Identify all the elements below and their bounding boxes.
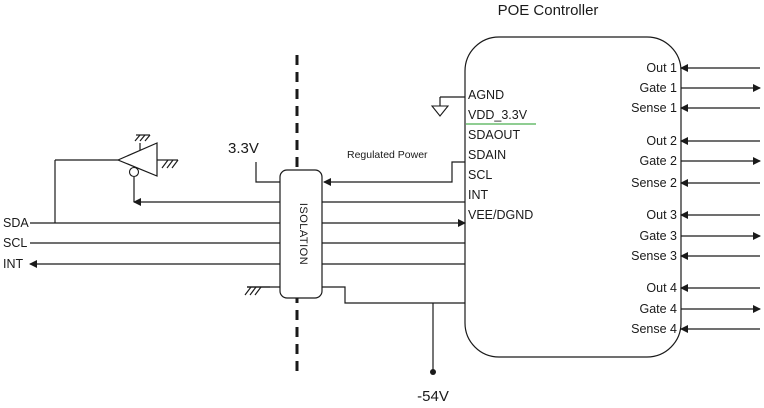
bus-scl-label: SCL [3, 236, 27, 250]
isolation-block [279, 169, 323, 299]
port-gate-4: Gate 4 [639, 302, 677, 316]
supply-3v3-label: 3.3V [228, 140, 259, 157]
bus-sda-label: SDA [3, 216, 29, 230]
port-out-2: Out 2 [646, 134, 677, 148]
port-sense-4: Sense 4 [631, 322, 677, 336]
controller-right-pins: Out 1 Gate 1 Sense 1 Out 2 Gate 2 Sense … [631, 61, 761, 336]
port-out-1: Out 1 [646, 61, 677, 75]
port-gate-3: Gate 3 [639, 229, 677, 243]
regulated-power-label: Regulated Power [347, 149, 428, 161]
supply-3v3-wire [255, 162, 280, 183]
controller-title: POE Controller [498, 2, 599, 19]
pin-agnd: AGND [468, 88, 504, 102]
port-gate-2: Gate 2 [639, 154, 677, 168]
port-gate-1: Gate 1 [639, 81, 677, 95]
port-out-3: Out 3 [646, 208, 677, 222]
controller-left-pins: AGND VDD_3.3V SDAOUT SDAIN SCL INT VEE/D… [466, 88, 536, 222]
regulated-power-wire [323, 161, 465, 186]
pin-scl: SCL [468, 168, 492, 182]
isolation-ground-icon [244, 286, 280, 296]
vee-wire [322, 286, 465, 304]
port-sense-1: Sense 1 [631, 101, 677, 115]
pin-sdain: SDAIN [468, 148, 506, 162]
supply-54v-label: -54V [417, 388, 449, 405]
isolation-label: ISOLATION [297, 203, 309, 265]
poe-controller-box [464, 36, 682, 358]
pin-int: INT [468, 188, 489, 202]
port-sense-3: Sense 3 [631, 249, 677, 263]
pin-vdd: VDD_3.3V [468, 108, 528, 122]
bus-int-label: INT [3, 257, 24, 271]
supply-54v-node [430, 369, 436, 375]
buffer-amplifier-icon [54, 134, 179, 223]
port-out-4: Out 4 [646, 281, 677, 295]
port-sense-2: Sense 2 [631, 176, 677, 190]
pin-sdaout: SDAOUT [468, 128, 520, 142]
pin-vee-dgnd: VEE/DGND [468, 208, 533, 222]
agnd-ground-icon [430, 96, 465, 117]
